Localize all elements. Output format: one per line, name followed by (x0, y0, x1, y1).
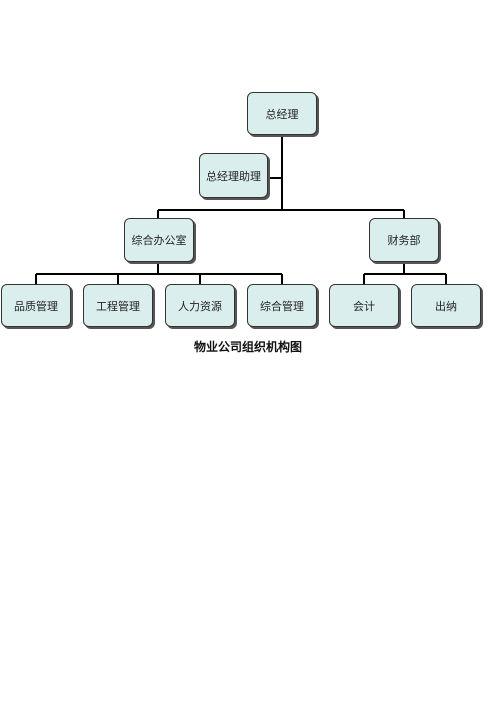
node-general-office: 综合办公室 (124, 218, 194, 262)
node-gm-assistant: 总经理助理 (199, 153, 268, 198)
node-human-resources: 人力资源 (165, 284, 235, 327)
chart-caption: 物业公司组织机构图 (193, 340, 302, 354)
node-general-mgmt: 综合管理 (247, 284, 317, 327)
node-finance: 财务部 (369, 218, 439, 262)
node-engineering-mgmt: 工程管理 (83, 284, 153, 327)
node-cashier: 出纳 (411, 284, 481, 327)
node-quality-mgmt: 品质管理 (1, 284, 71, 327)
node-accounting: 会计 (329, 284, 399, 327)
node-general-manager: 总经理 (247, 92, 317, 135)
